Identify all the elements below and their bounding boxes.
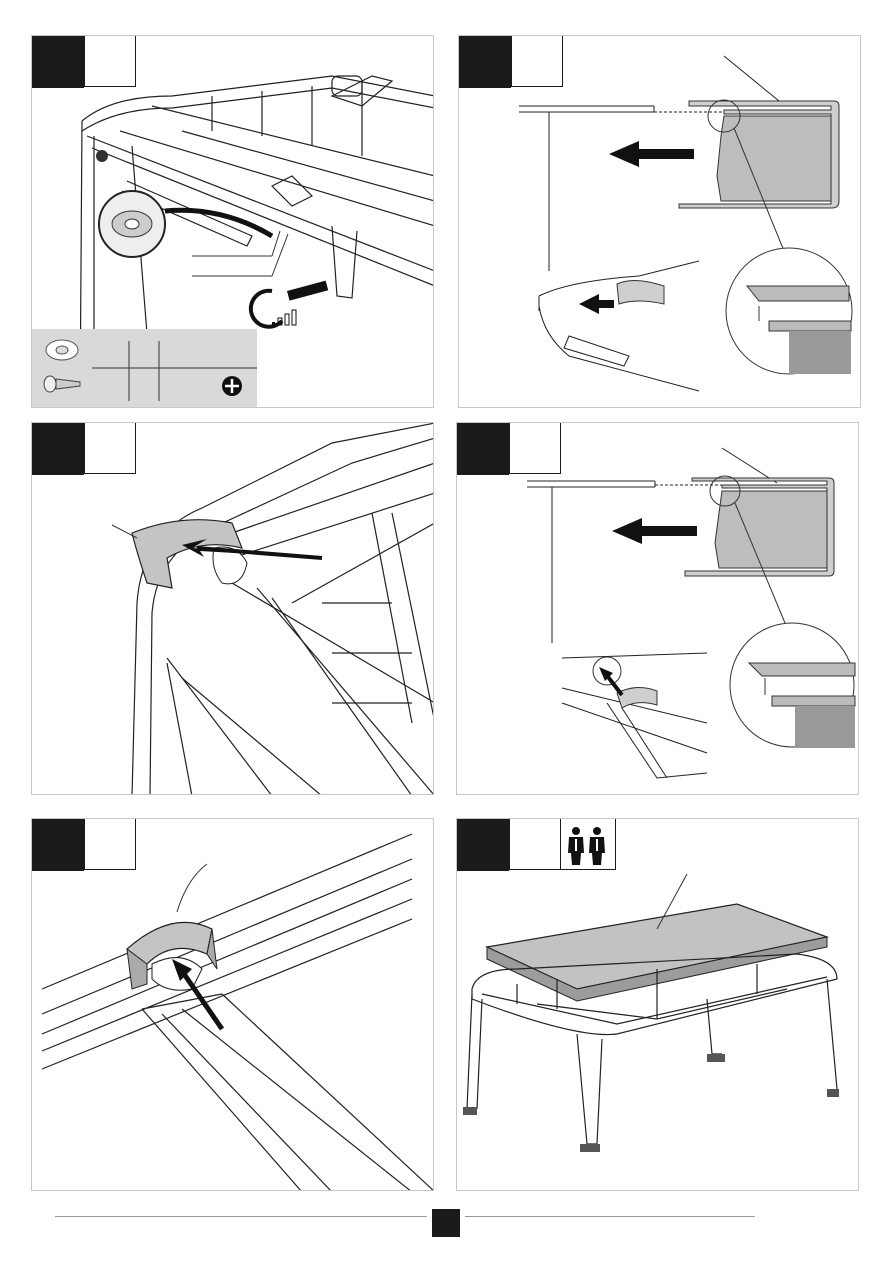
table-top-placement-drawing — [457, 819, 859, 1191]
step-count-box-2 — [511, 36, 563, 87]
cushion-slide-drawing — [459, 36, 861, 408]
step-panel-4 — [456, 422, 859, 795]
step-number-box-3 — [32, 423, 84, 475]
step-panel-6 — [456, 818, 859, 1191]
step-number-box-2 — [459, 36, 511, 88]
two-persons-icon — [559, 819, 616, 870]
step-number-box-6 — [457, 819, 509, 871]
push-left-arrow — [609, 141, 694, 167]
step-count-box-6 — [509, 819, 561, 870]
step-count-box-4 — [509, 423, 561, 474]
side-pocket-slide-drawing — [457, 423, 859, 795]
footer-rule-left — [55, 1216, 427, 1217]
step-number-box-1 — [32, 36, 84, 88]
page-number-box — [432, 1209, 460, 1237]
push-left-arrow-2 — [612, 518, 697, 544]
torque-level-icon — [272, 310, 296, 325]
side-pocket-insert-drawing — [32, 819, 434, 1191]
rotate-tool-icon — [251, 281, 328, 327]
step-number-box-5 — [32, 819, 84, 871]
step-panel-3 — [31, 422, 434, 795]
bolt-icon — [96, 150, 108, 162]
step-count-box-1 — [84, 36, 136, 87]
table-frame-corner-drawing — [32, 36, 434, 408]
step-panel-5 — [31, 818, 434, 1191]
step-number-box-4 — [457, 423, 509, 475]
step-panel-2 — [458, 35, 861, 408]
footer-rule-right — [465, 1216, 755, 1217]
step-count-box-5 — [84, 819, 136, 870]
corner-pocket-insert-drawing — [32, 423, 434, 795]
step-panel-1 — [31, 35, 434, 408]
step-count-box-3 — [84, 423, 136, 474]
